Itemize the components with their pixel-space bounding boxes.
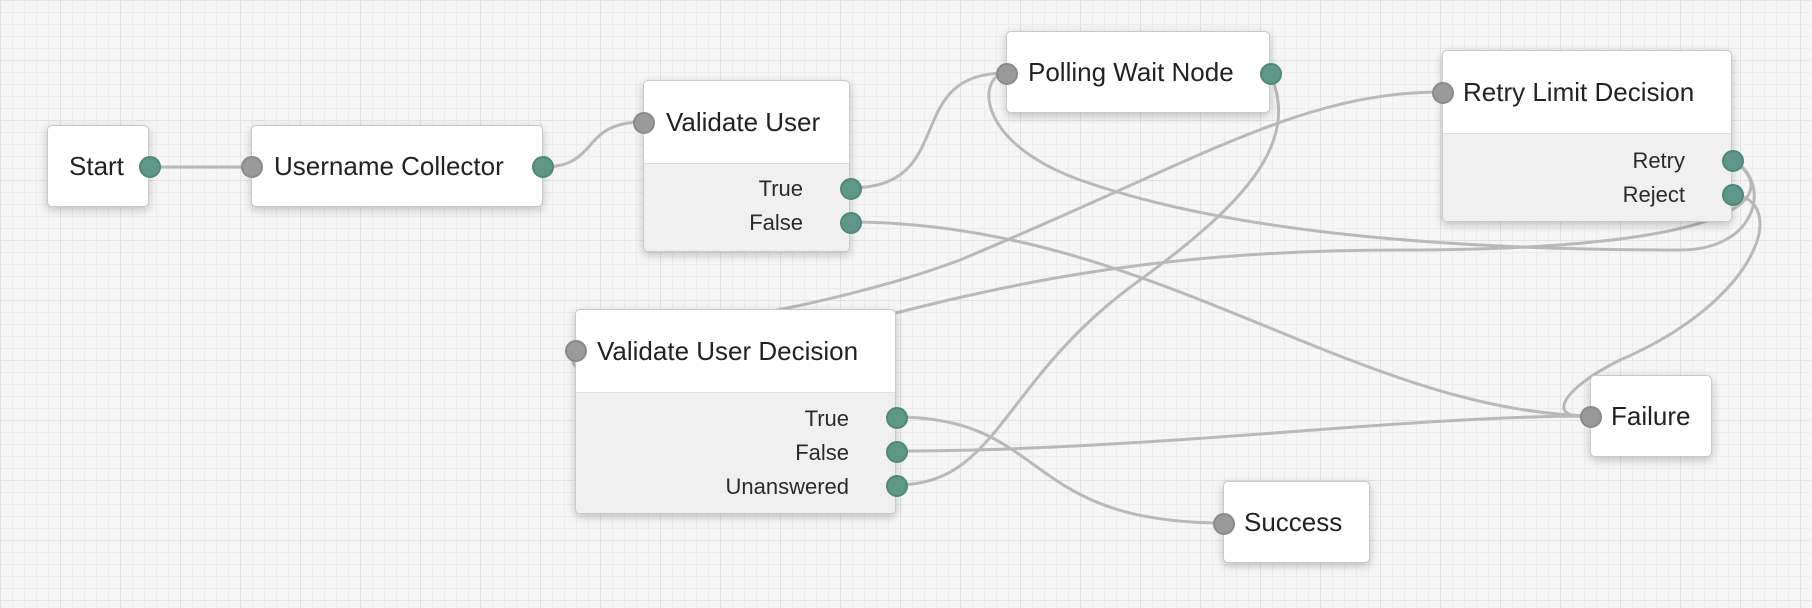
node-polling-wait[interactable]: Polling Wait Node (996, 31, 1282, 113)
output-port[interactable] (139, 156, 161, 178)
connection-validate-user-true-to-polling-wait[interactable] (849, 71, 1007, 190)
outcome-label-unanswered: Unanswered (725, 474, 849, 499)
connection-retry-limit-reject-to-failure[interactable] (1562, 192, 1762, 418)
node-validate-user-decision[interactable]: Validate User Decision True False Unansw… (565, 309, 908, 514)
input-port[interactable] (1432, 82, 1454, 104)
input-port[interactable] (1580, 406, 1602, 428)
node-failure[interactable]: Failure (1580, 375, 1712, 457)
connection-validate-decision-true-to-success[interactable] (895, 415, 1224, 525)
outcome-label-true: True (804, 406, 849, 431)
outcome-port-true[interactable] (886, 407, 908, 429)
input-port[interactable] (1213, 513, 1235, 535)
connection-polling-wait-to-retry-limit[interactable] (895, 72, 1281, 487)
connection-validate-decision-false-to-failure[interactable] (895, 414, 1591, 453)
outcome-port-retry[interactable] (1722, 150, 1744, 172)
node-username-collector[interactable]: Username Collector (241, 125, 554, 207)
node-title: Success (1244, 506, 1343, 537)
node-validate-user[interactable]: Validate User True False (633, 80, 862, 252)
node-title: Start (69, 150, 124, 181)
outcome-label-true: True (758, 176, 803, 201)
node-title: Validate User Decision (597, 335, 859, 366)
node-start[interactable]: Start (47, 125, 161, 207)
connection-validate-decision-unanswered-to-polling-wait[interactable] (987, 71, 1756, 252)
node-retry-limit-decision[interactable]: Retry Limit Decision Retry Reject (1432, 50, 1744, 222)
input-port[interactable] (565, 340, 587, 362)
connection-username-collector-to-validate-user[interactable] (542, 120, 644, 169)
outcome-label-reject: Reject (1622, 182, 1685, 207)
outcome-port-false[interactable] (886, 441, 908, 463)
outcome-port-unanswered[interactable] (886, 475, 908, 497)
outcome-port-false[interactable] (840, 212, 862, 234)
outcome-label-retry: Retry (1632, 148, 1685, 173)
node-title: Polling Wait Node (1028, 56, 1234, 87)
outcomes-panel (576, 392, 895, 513)
outcome-label-false: False (749, 210, 803, 235)
outcomes-panel (1443, 133, 1731, 221)
outcome-port-true[interactable] (840, 178, 862, 200)
input-port[interactable] (633, 112, 655, 134)
node-title: Username Collector (274, 150, 504, 181)
node-title: Retry Limit Decision (1463, 76, 1695, 107)
output-port[interactable] (1260, 63, 1282, 85)
node-title: Failure (1611, 400, 1691, 431)
connection-validate-user-false-to-failure[interactable] (849, 220, 1591, 418)
outcome-label-false: False (795, 440, 849, 465)
node-title: Validate User (666, 106, 821, 137)
input-port[interactable] (996, 63, 1018, 85)
outcome-port-reject[interactable] (1722, 184, 1744, 206)
input-port[interactable] (241, 156, 263, 178)
outcomes-panel (644, 163, 849, 251)
output-port[interactable] (532, 156, 554, 178)
node-success[interactable]: Success (1213, 481, 1370, 563)
